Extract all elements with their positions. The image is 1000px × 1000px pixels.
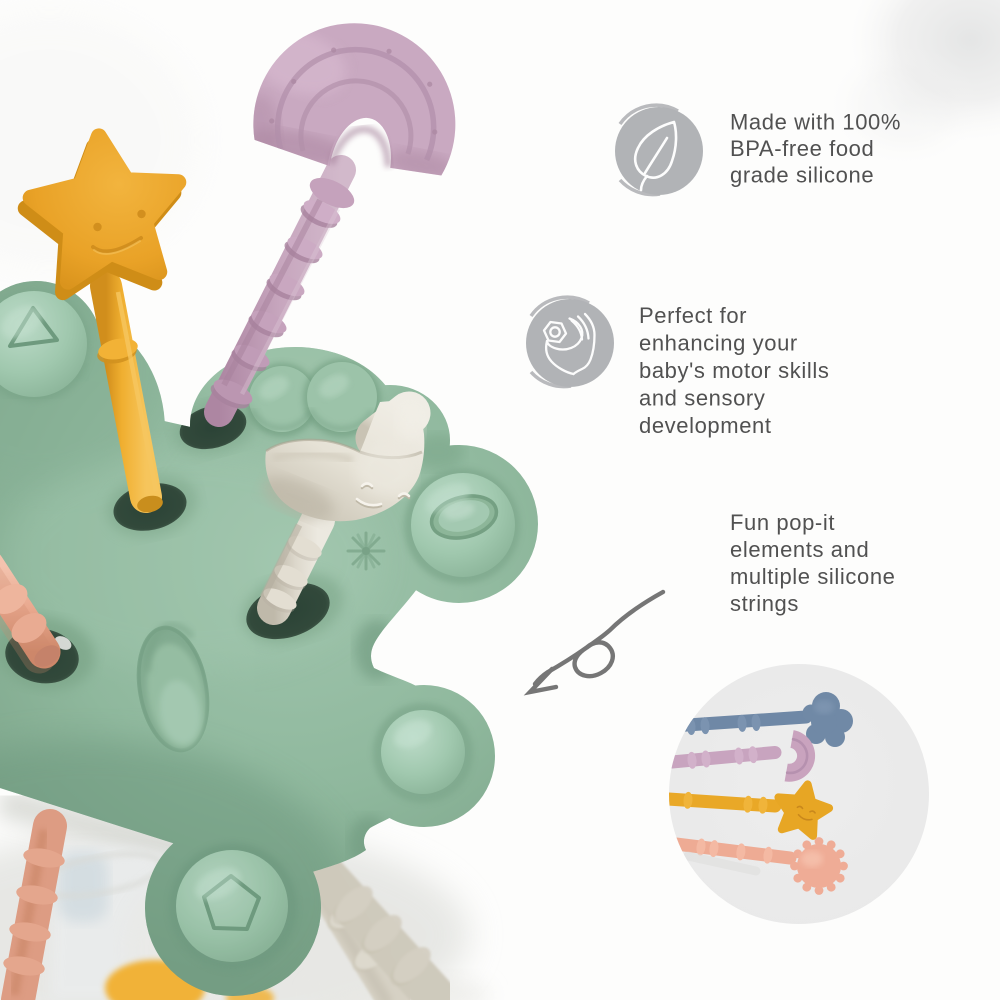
svg-text:strings: strings — [730, 591, 799, 616]
svg-text:baby's motor skills: baby's motor skills — [639, 358, 829, 383]
svg-text:Perfect for: Perfect for — [639, 303, 747, 328]
svg-text:multiple silicone: multiple silicone — [730, 564, 896, 589]
svg-text:Fun pop-it: Fun pop-it — [730, 510, 835, 535]
svg-text:development: development — [639, 413, 772, 438]
svg-text:elements and: elements and — [730, 537, 869, 562]
svg-text:Made with 100%: Made with 100% — [730, 110, 901, 135]
svg-text:enhancing your: enhancing your — [639, 331, 798, 356]
svg-text:grade silicone: grade silicone — [730, 163, 874, 188]
svg-text:BPA-free food: BPA-free food — [730, 136, 874, 161]
svg-text:and sensory: and sensory — [639, 386, 765, 411]
